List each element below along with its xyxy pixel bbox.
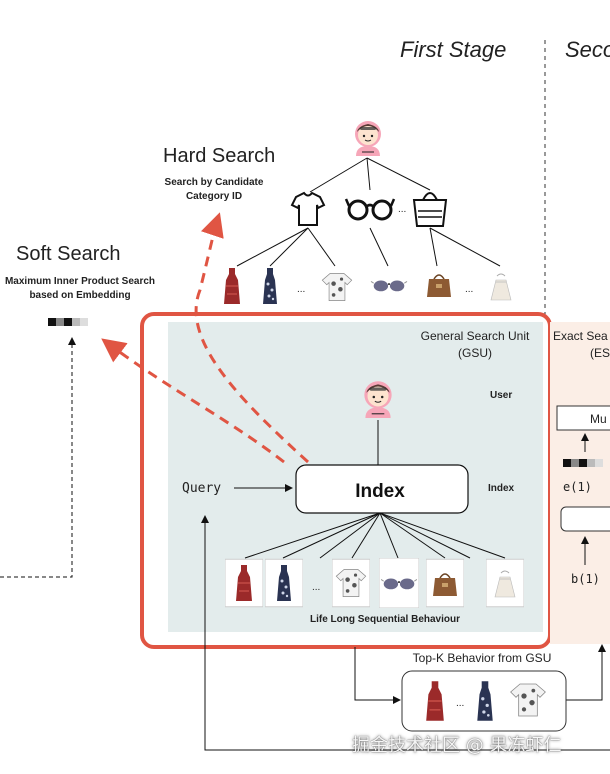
behavior-ellipsis: ...	[312, 582, 320, 593]
items-ellipsis: ...	[297, 284, 305, 295]
behavior-item	[486, 558, 524, 608]
topk-to-esu-connector	[566, 644, 606, 701]
gsu-user-avatar-icon	[363, 380, 393, 418]
floral-shirt-icon	[321, 272, 353, 302]
gsu-title-2: (GSU)	[458, 346, 492, 360]
first-stage-label: First Stage	[400, 37, 506, 62]
e1-label: e(1)	[563, 480, 592, 494]
items-ellipsis: ...	[465, 284, 473, 295]
topk-ellipsis: ...	[456, 698, 464, 709]
hard-search-title: Hard Search	[163, 145, 275, 167]
tree-edge	[366, 157, 431, 191]
tshirt-icon	[290, 191, 326, 226]
behavior-item	[379, 558, 419, 608]
behavior-item	[225, 558, 263, 608]
b1-label: b(1)	[571, 572, 600, 586]
topk-label: Top-K Behavior from GSU	[413, 651, 552, 665]
index-box	[295, 464, 469, 514]
embedding-layer-box	[560, 506, 610, 532]
soft-search-connector	[0, 337, 76, 578]
gsu-title: General Search Unit	[421, 329, 530, 343]
user-label: User	[490, 390, 512, 401]
bag-item-icon	[426, 274, 452, 298]
sunglasses-icon	[344, 198, 396, 221]
user-avatar-icon	[354, 120, 382, 156]
esu-panel	[550, 322, 610, 644]
soft-search-arrow	[101, 338, 285, 464]
soft-search-subtitle: Maximum Inner Product Search	[5, 276, 155, 287]
index-box-label: Index	[355, 481, 405, 502]
esu-title-2: (ES	[590, 346, 610, 360]
behavior-item	[426, 558, 464, 608]
sunglasses-item-icon	[370, 279, 408, 293]
e1-vector	[563, 459, 603, 467]
multihead-attention-box	[556, 405, 610, 431]
topk-connector	[354, 647, 401, 704]
query-feedback-connector	[201, 515, 610, 751]
hard-search-arrow	[194, 212, 310, 464]
tree-edge	[309, 157, 368, 193]
soft-search-subtitle: based on Embedding	[29, 290, 130, 301]
behavior-item	[265, 558, 303, 608]
query-label: Query	[182, 481, 221, 496]
second-stage-label: Seco	[565, 37, 610, 62]
bag-item-icon	[490, 273, 512, 301]
dress-item-icon	[223, 267, 241, 305]
embedding-vector	[48, 318, 88, 326]
behavior-label: Life Long Sequential Behaviour	[310, 614, 460, 625]
behavior-item	[332, 558, 370, 608]
multihead-label: Mu	[590, 412, 607, 426]
esu-title: Exact Sea	[553, 329, 608, 343]
category-ellipsis: ...	[398, 204, 406, 215]
watermark: 掘金技术社区 @ 果冻虾仁	[352, 735, 562, 756]
dress-item-icon	[263, 268, 277, 304]
tree-edge	[366, 157, 371, 191]
soft-search-title: Soft Search	[16, 243, 121, 265]
handbag-icon	[412, 192, 448, 227]
hard-search-subtitle: Search by Candidate	[165, 177, 264, 188]
index-label: Index	[488, 483, 515, 494]
hard-search-subtitle: Category ID	[186, 191, 242, 202]
